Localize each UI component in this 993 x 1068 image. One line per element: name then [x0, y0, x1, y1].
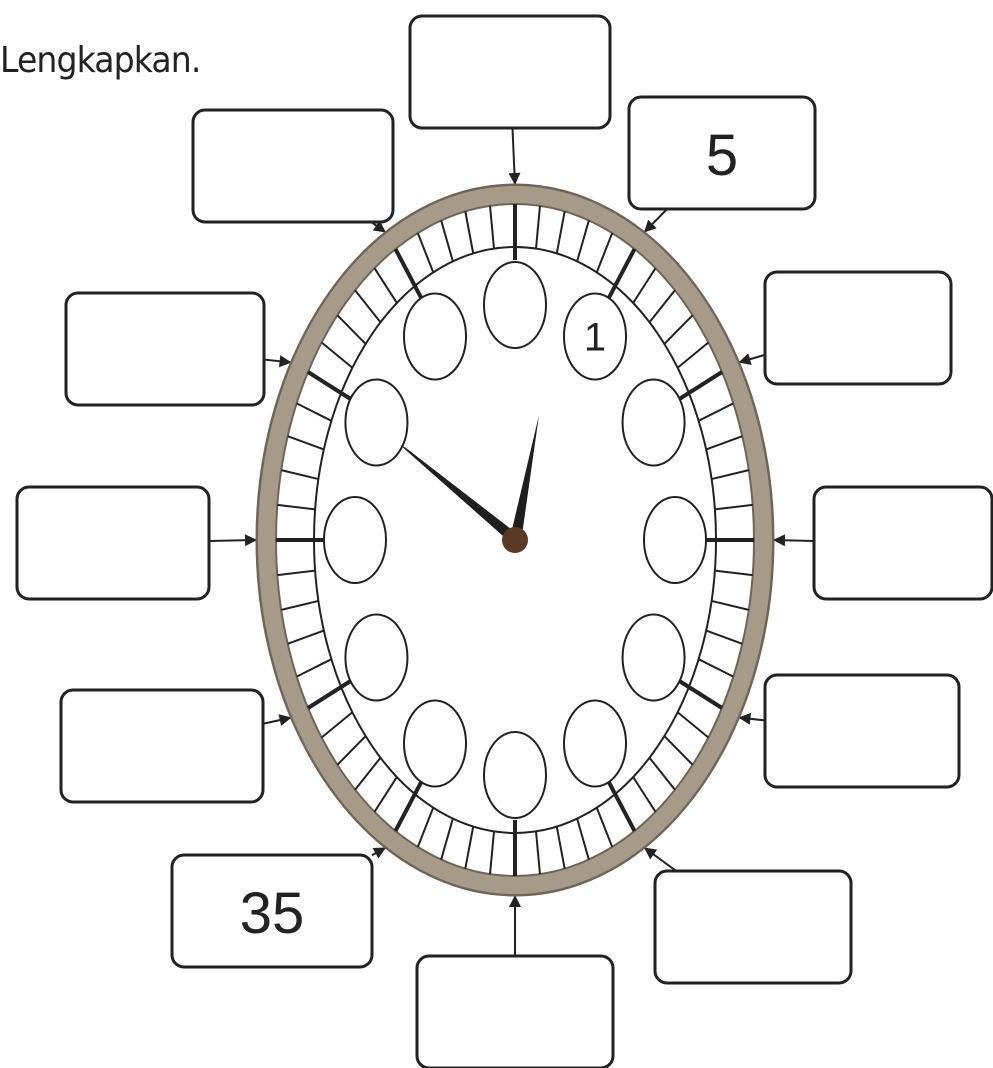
hour-circle-hour-6[interactable]: [484, 732, 546, 818]
hour-circle-shape: [345, 380, 407, 466]
hour-circle-shape: [484, 732, 546, 818]
answer-box-50[interactable]: [66, 293, 264, 405]
answer-box-05[interactable]: 5: [629, 97, 815, 209]
answer-box-value: 35: [240, 881, 305, 946]
leader-arrowhead: [509, 895, 521, 907]
hour-circle-shape: [644, 497, 706, 583]
hour-circle-hour-10[interactable]: [345, 380, 407, 466]
leader-arrowhead: [644, 847, 657, 859]
answer-box-15[interactable]: [814, 487, 992, 599]
answer-box-shape: [417, 956, 613, 1068]
hour-circle-shape: [404, 701, 466, 787]
hour-circle-hour-2[interactable]: [623, 380, 685, 466]
answer-box-45[interactable]: [17, 487, 209, 599]
answer-box-30[interactable]: [417, 956, 613, 1068]
hour-circle-hour-3[interactable]: [644, 497, 706, 583]
answer-box-shape: [66, 293, 264, 405]
leader-arrowhead: [508, 173, 520, 185]
answer-box-shape: [765, 675, 959, 787]
answer-box-shape: [61, 690, 263, 802]
answer-box-shape: [410, 16, 610, 128]
hour-circle-hour-1[interactable]: 1: [564, 293, 626, 379]
leader-arrowhead: [738, 353, 751, 365]
hour-circle-shape: [623, 380, 685, 466]
hour-circle-hour-7[interactable]: [404, 701, 466, 787]
answer-box-shape: [655, 871, 851, 983]
hour-circle-value: 1: [584, 315, 606, 359]
hour-circle-shape: [564, 701, 626, 787]
answer-box-10[interactable]: [765, 272, 951, 384]
hour-circle-shape: [484, 262, 546, 348]
hour-circle-shape: [404, 293, 466, 379]
answer-box-shape: [765, 272, 951, 384]
hour-circle-hour-9[interactable]: [324, 497, 386, 583]
answer-box-20[interactable]: [765, 675, 959, 787]
hour-circle-hour-8[interactable]: [345, 615, 407, 701]
hour-circle-hour-4[interactable]: [623, 615, 685, 701]
answer-box-shape: [193, 110, 393, 222]
hour-circle-hour-5[interactable]: [564, 701, 626, 787]
answer-box-40[interactable]: [61, 690, 263, 802]
answer-box-shape: [17, 487, 209, 599]
hour-circle-hour-12[interactable]: [484, 262, 546, 348]
hour-circle-shape: [324, 497, 386, 583]
answer-box-55[interactable]: [193, 110, 393, 222]
answer-box-25[interactable]: [655, 871, 851, 983]
hour-circle-shape: [623, 615, 685, 701]
leader-arrowhead: [773, 534, 785, 546]
hand-pivot: [502, 527, 528, 553]
answer-box-shape: [814, 487, 992, 599]
answer-box-00[interactable]: [410, 16, 610, 128]
hour-circle-shape: [345, 615, 407, 701]
hour-circle-hour-11[interactable]: [404, 293, 466, 379]
answer-box-35[interactable]: 35: [172, 855, 372, 967]
answer-box-value: 5: [706, 123, 738, 188]
leader-arrowhead: [245, 534, 257, 546]
